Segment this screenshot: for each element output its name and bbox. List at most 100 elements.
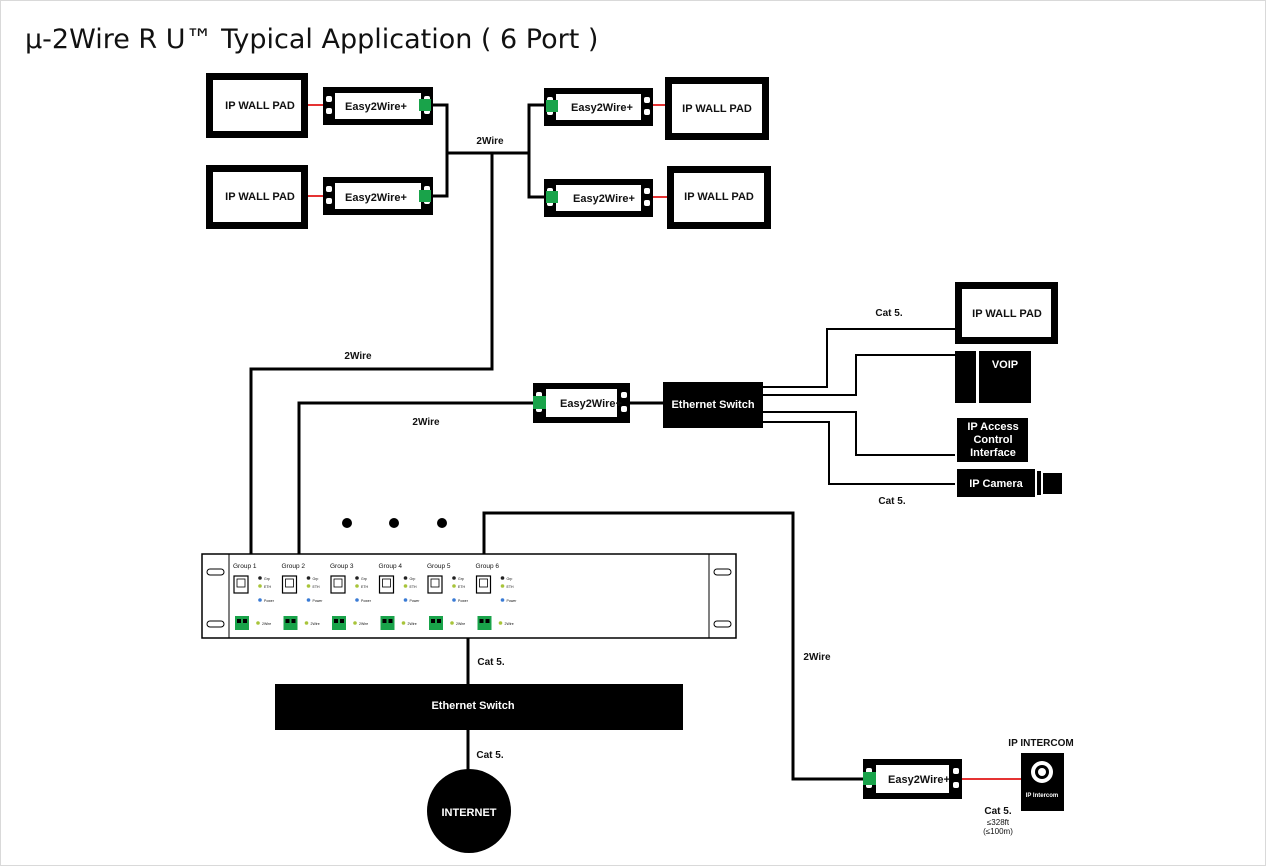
led-label: ETH bbox=[361, 585, 368, 589]
easy2wire-label: Easy2Wire+ bbox=[573, 193, 635, 205]
status-led bbox=[452, 584, 456, 588]
ip-wall-pad-3: IP WALL PAD bbox=[665, 77, 769, 140]
ip-wall-pad-4: IP WALL PAD bbox=[667, 166, 771, 229]
ip-wall-pad-label: IP WALL PAD bbox=[684, 191, 754, 203]
terminal-screw bbox=[388, 619, 393, 623]
rack-group-label: Group 5 bbox=[427, 563, 451, 570]
status-led bbox=[258, 576, 262, 580]
ip-access-control: IP Access Control Interface bbox=[957, 418, 1028, 462]
power-led bbox=[452, 598, 456, 602]
rack-group-label: Group 2 bbox=[282, 563, 306, 570]
green-connector bbox=[546, 100, 558, 112]
wire-labels: 2Wire 2Wire 2Wire 2Wire Cat 5. Cat 5. Ca… bbox=[344, 136, 1013, 836]
label-distance-m: (≤100m) bbox=[983, 827, 1013, 836]
ip-wall-pad-label: IP WALL PAD bbox=[972, 308, 1042, 320]
led-label: 2Wire bbox=[311, 622, 320, 626]
easy2wire-label: Easy2Wire+ bbox=[888, 774, 950, 786]
wire-group2 bbox=[297, 401, 533, 555]
rack-ear-slot bbox=[713, 620, 732, 628]
green-connector bbox=[419, 190, 431, 202]
continuation-dots bbox=[342, 518, 447, 528]
ip-wall-pad-1: IP WALL PAD bbox=[206, 73, 308, 138]
page-title: µ-2Wire R U™ Typical Application ( 6 Por… bbox=[25, 24, 598, 55]
label-cat5-camera: Cat 5. bbox=[878, 496, 905, 507]
easy2wire-label: Easy2Wire+ bbox=[345, 101, 407, 113]
wiring bbox=[249, 103, 863, 781]
internet-node: INTERNET bbox=[427, 769, 511, 853]
led-label: ETH bbox=[410, 585, 417, 589]
status-led bbox=[500, 584, 505, 588]
voip-device: VOIP bbox=[955, 351, 1031, 403]
led-label: 2Wire bbox=[408, 622, 417, 626]
label-2wire-top: 2Wire bbox=[476, 136, 504, 147]
rj45-port bbox=[281, 575, 298, 594]
led-label: Grp bbox=[458, 577, 464, 581]
terminal-screw bbox=[431, 619, 435, 623]
terminal-screw bbox=[437, 619, 441, 623]
power-led bbox=[500, 598, 505, 602]
led-label: Grp bbox=[410, 577, 416, 581]
ip-wall-pad-label: IP WALL PAD bbox=[225, 100, 295, 112]
red-cables bbox=[308, 104, 1021, 780]
green-connector bbox=[419, 99, 431, 111]
label-distance-ft: ≤328ft bbox=[987, 818, 1010, 827]
easy2wire-label: Easy2Wire+ bbox=[571, 102, 633, 114]
easy2wire-6: Easy2Wire+ bbox=[863, 759, 962, 799]
led-label: 2Wire bbox=[359, 622, 368, 626]
twowire-led bbox=[256, 621, 260, 625]
led-label: Grp bbox=[313, 577, 319, 581]
rj45-port-inner bbox=[382, 578, 391, 588]
led-label: ETH bbox=[507, 585, 514, 589]
terminal-screw bbox=[291, 619, 296, 623]
label-2wire-mid: 2Wire bbox=[412, 417, 440, 428]
easy2wire-2: Easy2Wire+ bbox=[323, 177, 433, 215]
easy2wire-5: Easy2Wire+ bbox=[533, 383, 630, 423]
power-led bbox=[258, 598, 262, 602]
terminal-screw bbox=[485, 619, 490, 623]
ip-access-label-3: Interface bbox=[970, 447, 1016, 459]
led-label: Power bbox=[458, 599, 469, 603]
led-label: 2Wire bbox=[456, 622, 465, 626]
ip-wall-pad-label: IP WALL PAD bbox=[682, 103, 752, 115]
led-label: Grp bbox=[361, 577, 367, 581]
led-label: Grp bbox=[264, 577, 270, 581]
led-label: Power bbox=[264, 599, 275, 603]
terminal-screw bbox=[340, 619, 344, 623]
ethernet-switch-main-label: Ethernet Switch bbox=[431, 700, 514, 712]
easy2wire-4: Easy2Wire+ bbox=[544, 179, 653, 217]
wire-to-access bbox=[763, 411, 955, 456]
power-led bbox=[355, 598, 359, 602]
ip-intercom-small-label: IP Intercom bbox=[1026, 793, 1059, 799]
led-label: Power bbox=[507, 599, 518, 603]
label-cat5-internet: Cat 5. bbox=[476, 750, 503, 761]
ethernet-switch-label: Ethernet Switch bbox=[671, 399, 754, 411]
led-label: ETH bbox=[313, 585, 320, 589]
rack-ear-slot bbox=[206, 568, 225, 576]
led-label: Power bbox=[410, 599, 421, 603]
status-led bbox=[306, 584, 311, 588]
twowire-led bbox=[304, 621, 309, 625]
wire-topleft-1 bbox=[433, 103, 449, 198]
easy2wire-label: Easy2Wire+ bbox=[345, 192, 407, 204]
label-cat5-wallpad: Cat 5. bbox=[875, 308, 902, 319]
rack-group-label: Group 6 bbox=[476, 563, 500, 570]
wire-to-camera bbox=[763, 421, 955, 485]
rj45-port-inner bbox=[479, 578, 488, 588]
ip-wall-pad-2: IP WALL PAD bbox=[206, 165, 308, 229]
led-label: 2Wire bbox=[262, 622, 271, 626]
ethernet-switch-mid: Ethernet Switch bbox=[663, 382, 763, 428]
wire-group6 bbox=[482, 511, 863, 781]
rj45-port bbox=[330, 575, 346, 594]
twowire-led bbox=[498, 621, 503, 625]
terminal-screw bbox=[479, 619, 484, 623]
terminal-screw bbox=[334, 619, 338, 623]
ip-wall-pad-label: IP WALL PAD bbox=[225, 191, 295, 203]
twowire-led bbox=[450, 621, 454, 625]
ip-camera: IP Camera bbox=[957, 469, 1062, 497]
terminal-screw bbox=[243, 619, 247, 623]
rack-group-label: Group 1 bbox=[233, 563, 257, 570]
rj45-port bbox=[378, 575, 395, 594]
